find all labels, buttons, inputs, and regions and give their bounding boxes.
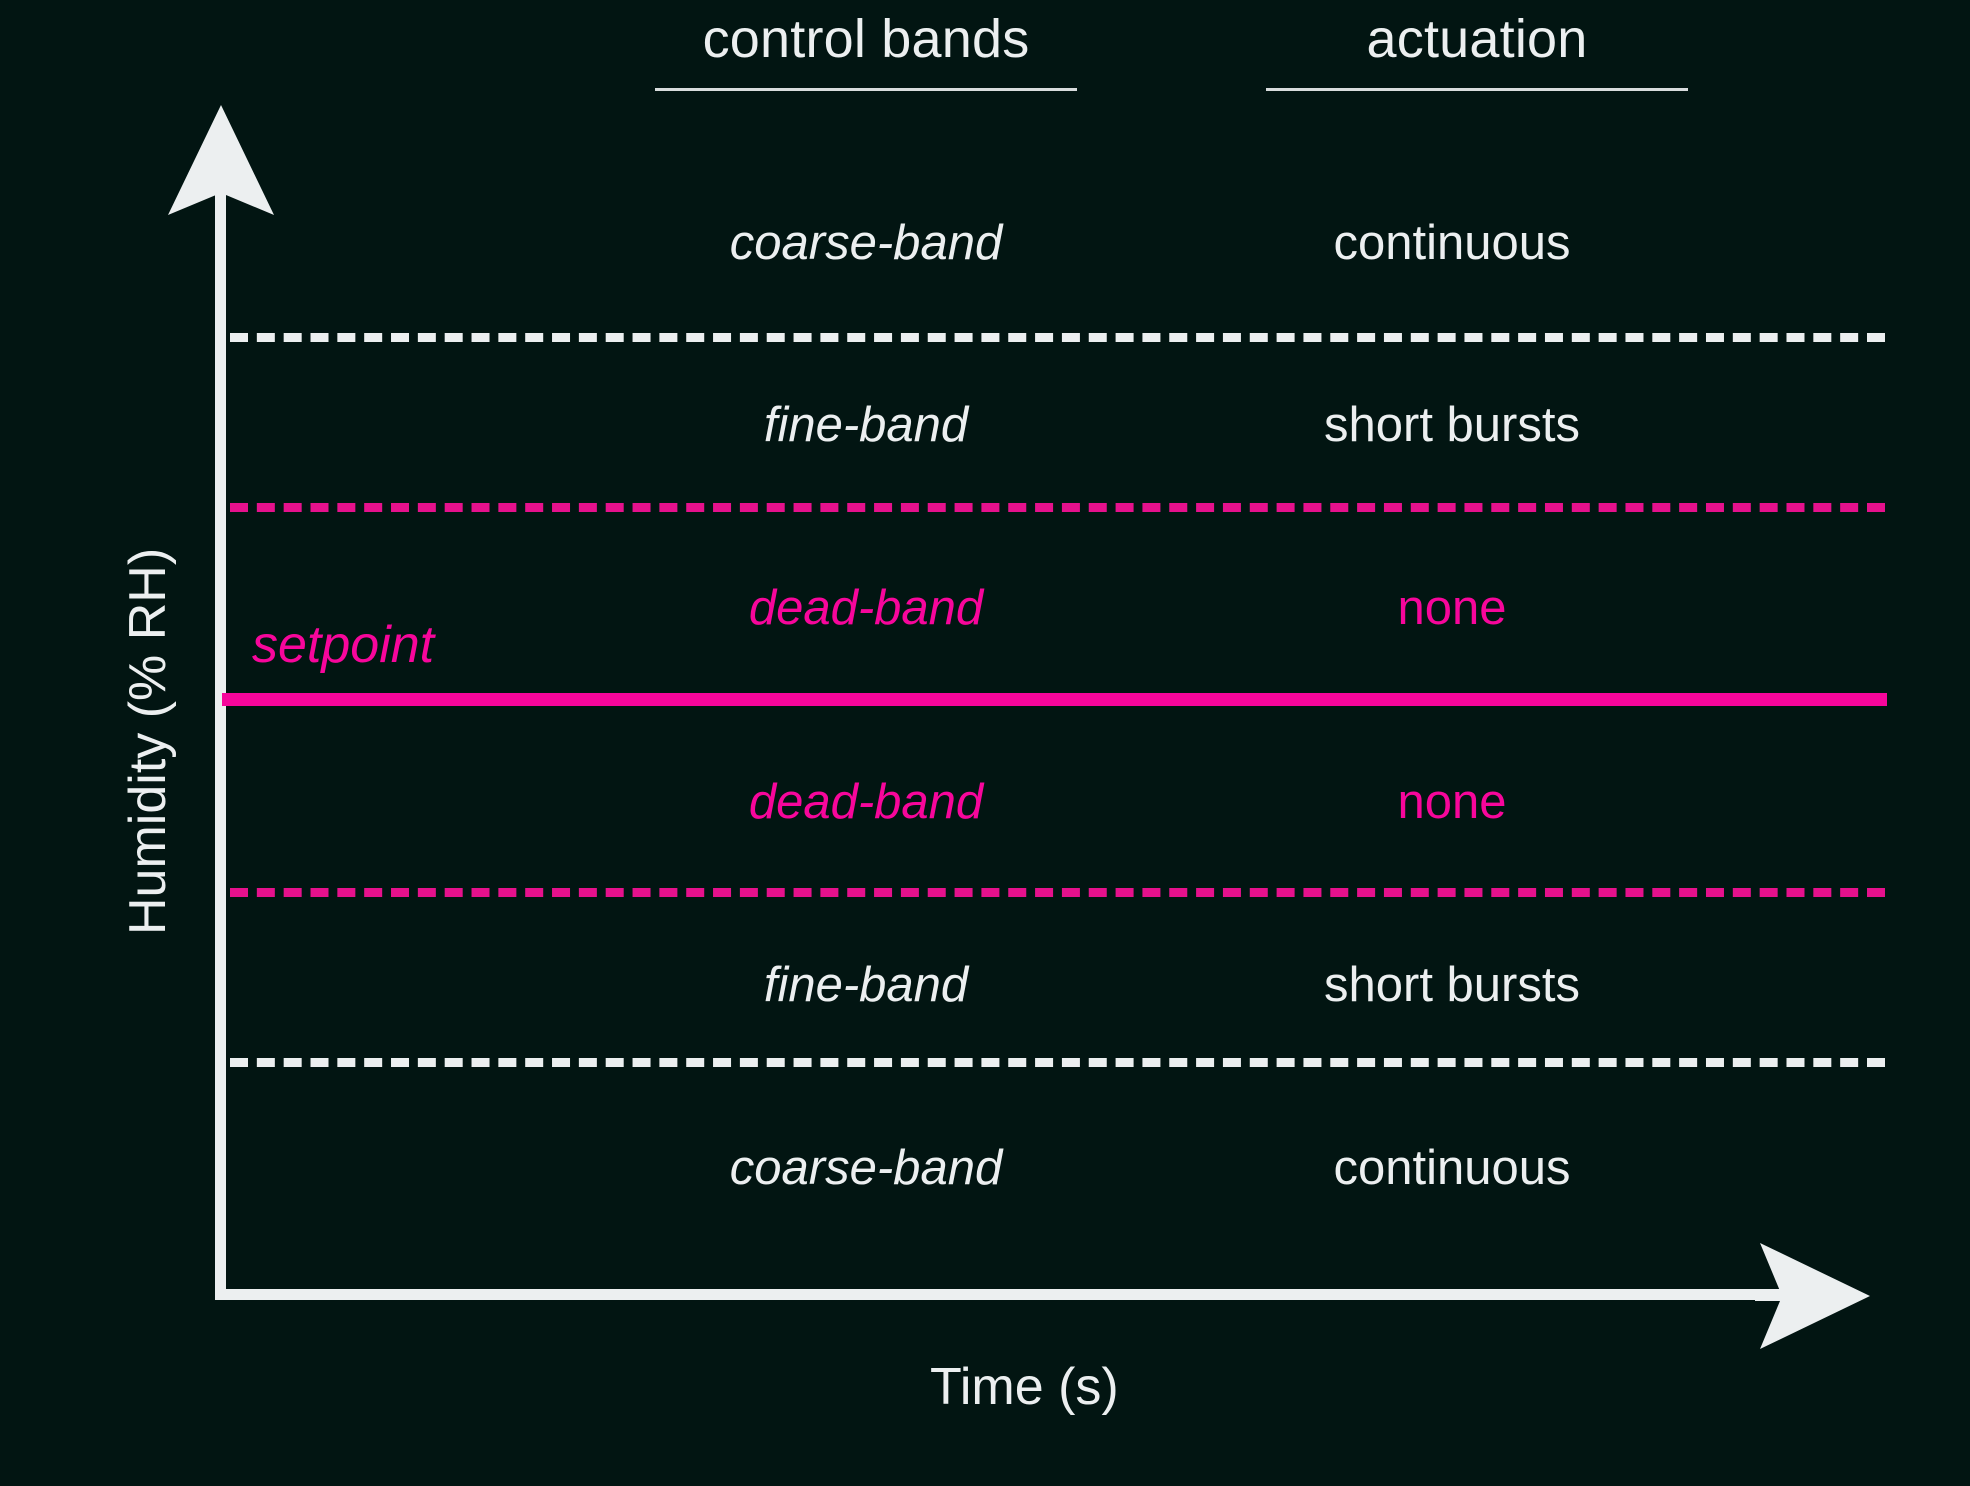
band-label-dead-upper: dead-band — [748, 581, 984, 635]
actuation-label-fine-upper: short bursts — [1324, 398, 1580, 452]
actuation-label-dead-upper: none — [1397, 581, 1507, 635]
band-label-coarse-upper: coarse-band — [729, 216, 1003, 270]
setpoint-label: setpoint — [252, 616, 435, 674]
actuation-label-dead-lower: none — [1397, 775, 1507, 829]
boundary-dead-fine-lower — [230, 888, 1885, 897]
boundary-coarse-fine-upper — [230, 333, 1885, 342]
arrow-up-icon — [168, 105, 274, 220]
band-label-fine-upper: fine-band — [763, 398, 969, 452]
x-axis-title: Time (s) — [930, 1358, 1119, 1416]
y-axis-title: Humidity (% RH) — [119, 547, 177, 935]
boundary-fine-dead-upper — [230, 503, 1885, 512]
column-header-rule-control-bands — [655, 88, 1077, 91]
y-axis-shaft — [215, 150, 226, 1300]
band-label-fine-lower: fine-band — [763, 958, 969, 1012]
actuation-label-coarse-upper: continuous — [1333, 216, 1571, 270]
column-header-control-bands: control bands — [702, 9, 1030, 69]
x-axis-shaft — [215, 1289, 1800, 1300]
column-header-actuation: actuation — [1366, 9, 1588, 69]
actuation-label-fine-lower: short bursts — [1324, 958, 1580, 1012]
band-label-coarse-lower: coarse-band — [729, 1141, 1003, 1195]
actuation-label-coarse-lower: continuous — [1333, 1141, 1571, 1195]
setpoint-line — [222, 693, 1887, 706]
band-label-dead-lower: dead-band — [748, 775, 984, 829]
arrow-right-icon — [1755, 1243, 1870, 1349]
column-header-rule-actuation — [1266, 88, 1688, 91]
boundary-fine-coarse-lower — [230, 1058, 1885, 1067]
